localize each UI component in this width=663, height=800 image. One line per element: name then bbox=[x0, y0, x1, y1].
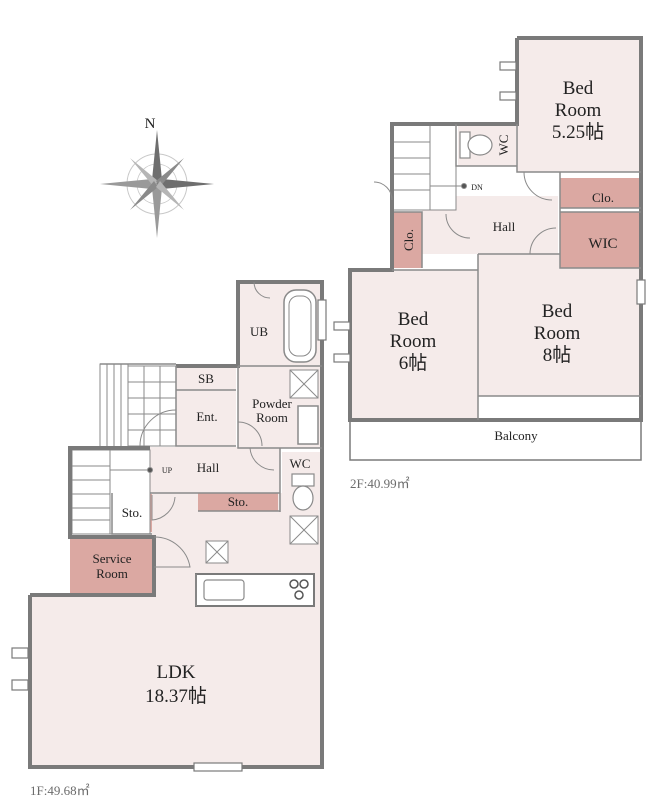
wc-1f-label: WC bbox=[290, 456, 311, 471]
bedroom-c-label-2: Room bbox=[534, 323, 581, 344]
bathtub bbox=[283, 289, 317, 363]
hall-1f bbox=[150, 447, 280, 493]
balcony bbox=[349, 419, 642, 461]
windows-1f bbox=[11, 299, 327, 772]
windows-2f bbox=[333, 61, 646, 363]
entrance-tiles bbox=[127, 365, 177, 447]
entrance-label: Ent. bbox=[196, 409, 217, 424]
bedroom-b-size: 6帖 bbox=[399, 352, 428, 374]
powder-room-label-1: Powder bbox=[252, 396, 292, 411]
toilet-2f bbox=[459, 131, 493, 159]
north-label: N bbox=[145, 116, 156, 132]
bedroom-c-label-1: Bed bbox=[542, 301, 573, 322]
floor1-plan: LDK 18.37帖 Service Room Sto. Sto. Hall U… bbox=[11, 280, 327, 798]
wc-2f-label: WC bbox=[496, 135, 511, 156]
entrance-steps bbox=[99, 363, 129, 449]
shoe-box bbox=[176, 366, 236, 390]
walk-in-closet bbox=[560, 212, 641, 268]
bedroom-b bbox=[350, 270, 478, 420]
up-label: UP bbox=[162, 466, 173, 475]
ldk-label: LDK bbox=[156, 662, 195, 683]
door-swings-1f bbox=[139, 281, 275, 568]
floor1-walls bbox=[28, 280, 324, 769]
hall-1f-label: Hall bbox=[197, 460, 220, 475]
service-room-label-2: Room bbox=[96, 566, 128, 581]
washbasin bbox=[297, 405, 319, 445]
floor1-area: 1F:49.68㎡ bbox=[30, 783, 90, 798]
bedroom-a-label-1: Bed bbox=[563, 78, 594, 99]
bedroom-a bbox=[517, 38, 641, 172]
sb-label: SB bbox=[198, 371, 214, 386]
service-room-label-1: Service bbox=[93, 551, 132, 566]
floor2-area: 2F:40.99㎡ bbox=[350, 476, 410, 491]
floor2-walls bbox=[348, 36, 643, 422]
staircase-1f bbox=[71, 449, 153, 535]
storage-left-label: Sto. bbox=[122, 505, 143, 520]
staircase-2f bbox=[391, 123, 467, 211]
closet-left-label: Clo. bbox=[401, 229, 416, 251]
powder-room-label-2: Room bbox=[256, 410, 288, 425]
bedroom-a-size: 5.25帖 bbox=[552, 121, 604, 143]
balcony-label: Balcony bbox=[494, 428, 538, 443]
dn-label: DN bbox=[471, 183, 483, 192]
bedroom-c-size: 8帖 bbox=[543, 344, 572, 366]
ldk-size: 18.37帖 bbox=[145, 685, 207, 707]
wic-label: WIC bbox=[588, 236, 617, 252]
entrance bbox=[176, 390, 236, 446]
storage-right-label: Sto. bbox=[228, 494, 249, 509]
closet-left bbox=[394, 212, 422, 268]
bedroom-b-label-1: Bed bbox=[398, 309, 429, 330]
kitchen-counter bbox=[195, 573, 315, 607]
compass-rose: N bbox=[100, 116, 214, 238]
toilet-1f bbox=[291, 473, 315, 511]
bedroom-b-label-2: Room bbox=[390, 331, 437, 352]
service-room bbox=[70, 537, 154, 595]
closet-top-label: Clo. bbox=[592, 190, 614, 205]
hall-2f-label: Hall bbox=[493, 219, 516, 234]
door-swings-2f bbox=[373, 171, 557, 255]
duct-boxes bbox=[205, 369, 319, 564]
bedroom-a-label-2: Room bbox=[555, 100, 602, 121]
bedroom-c bbox=[478, 254, 641, 396]
ub-label: UB bbox=[250, 324, 268, 339]
ldk-room bbox=[30, 595, 322, 767]
closet-top bbox=[560, 178, 641, 208]
floor2-plan: Bed Room 5.25帖 Bed Room 6帖 Bed Room 8帖 W… bbox=[333, 36, 646, 491]
storage-right bbox=[198, 491, 278, 511]
